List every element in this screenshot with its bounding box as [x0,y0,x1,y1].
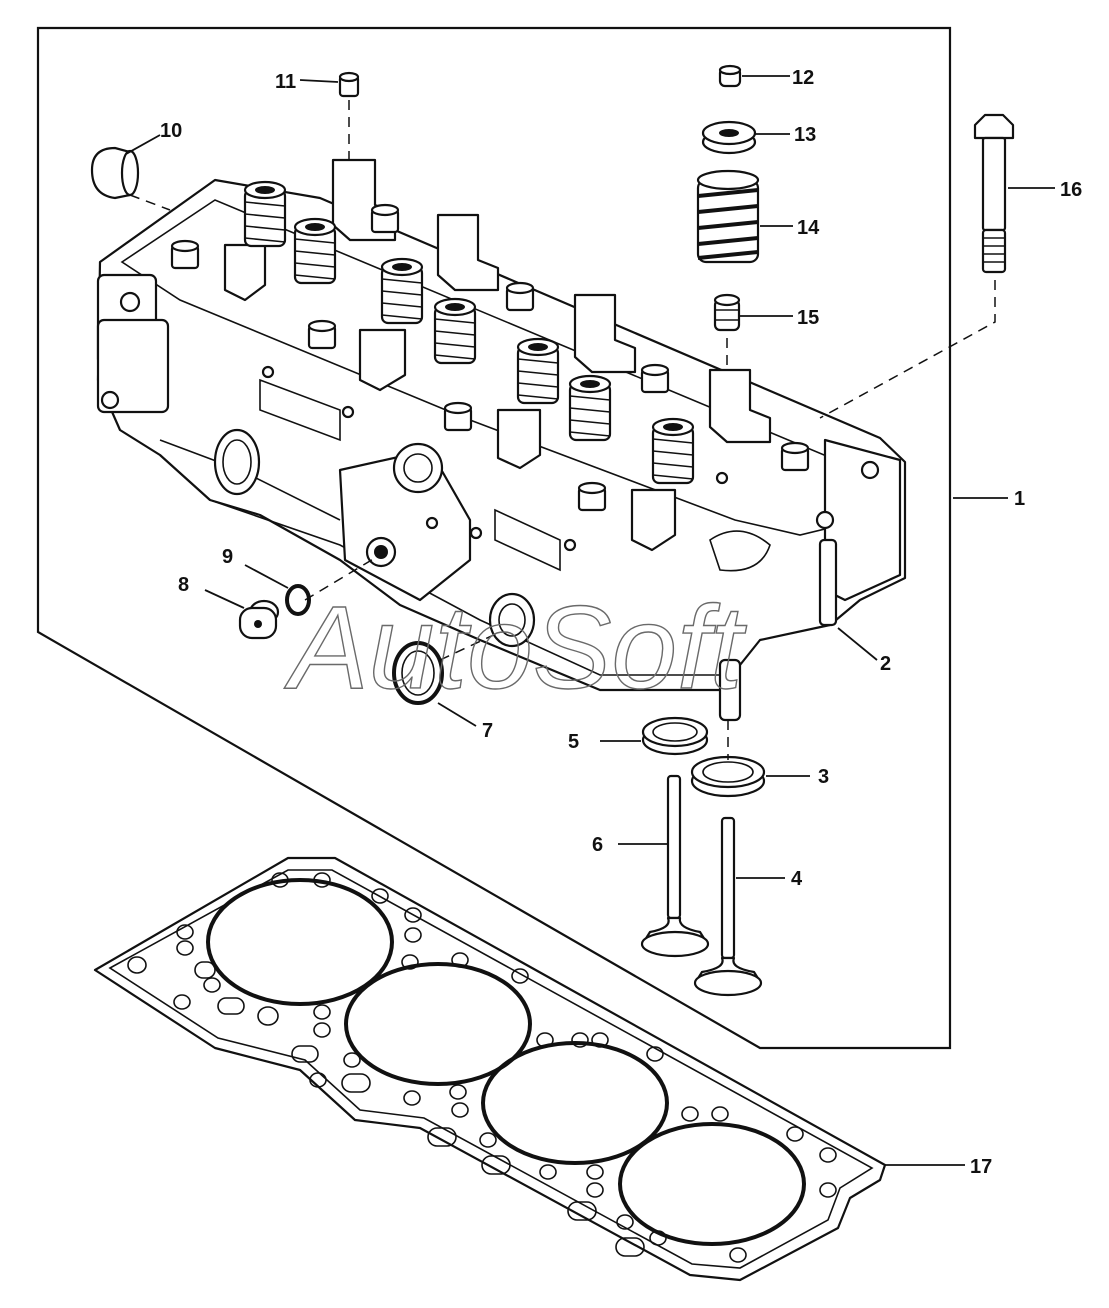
callout-16: 16 [1060,179,1082,201]
callout-8: 8 [178,574,189,596]
part-retainer-13 [701,120,757,155]
callout-6: 6 [592,834,603,856]
watermark: AutoSoft [284,582,747,714]
callout-9: 9 [222,546,233,568]
part-valve-6 [640,774,710,958]
callout-1: 1 [1014,488,1025,510]
callout-7: 7 [482,720,493,742]
callout-3: 3 [818,766,829,788]
part-spring-14 [696,169,760,264]
callout-numbers: 1 2 3 4 5 6 7 8 9 10 11 12 13 14 15 16 1… [160,67,1082,1178]
cylinder-head [96,158,907,692]
part-insert-3 [690,755,766,798]
part-valve-4 [693,816,763,997]
assembly-lines [129,100,996,760]
part-seal-15 [713,293,741,332]
leader-lines [125,75,1055,1166]
assembly-frame [36,26,952,1050]
part-plug-8 [238,599,280,640]
part-plug-11 [338,71,360,98]
part-cap-12 [718,64,742,88]
callout-11: 11 [275,71,296,93]
callout-15: 15 [797,307,819,329]
part-insert-5 [641,716,709,756]
part-oring-9 [285,584,311,616]
callout-10: 10 [160,120,182,142]
callout-17: 17 [970,1156,992,1178]
callout-2: 2 [880,653,891,675]
callout-5: 5 [568,731,579,753]
head-gasket [93,856,887,1282]
part-bolt-16 [973,113,1015,274]
installed-springs [243,180,695,485]
callout-13: 13 [794,124,816,146]
part-pin-2 [718,658,742,722]
part-cap-10 [90,146,140,200]
callout-14: 14 [797,217,820,239]
callout-12: 12 [792,67,814,89]
callout-4: 4 [791,868,803,890]
installed-head-bolts [170,203,810,512]
part-ring-7 [392,641,444,705]
